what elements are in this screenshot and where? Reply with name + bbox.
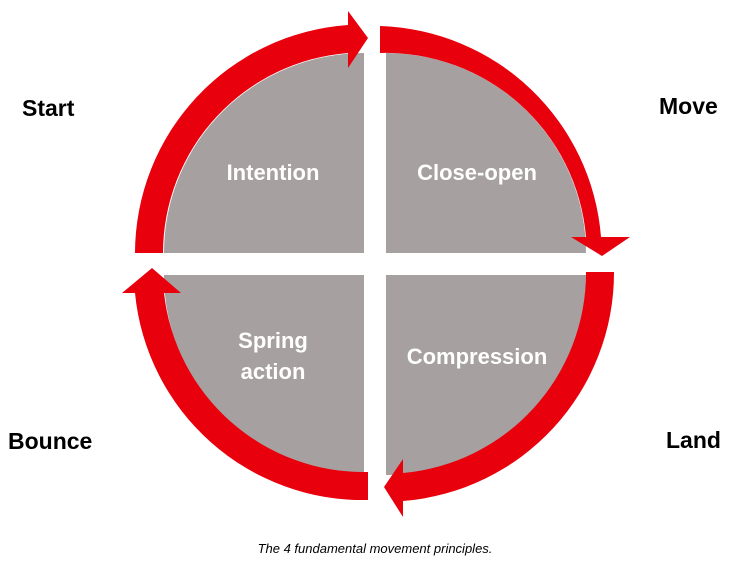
quadrant-label-action: action [241, 359, 306, 384]
quadrant-label-close-open: Close-open [417, 160, 537, 185]
quadrant-label-intention: Intention [227, 160, 320, 185]
quadrant-bottom-left [164, 275, 364, 475]
arrow-start-to-intention [135, 11, 368, 253]
quadrant-label-compression: Compression [407, 344, 548, 369]
quadrant-bottom-right [386, 275, 586, 475]
figure-caption: The 4 fundamental movement principles. [257, 541, 493, 556]
arrow-close-open-to-move [380, 26, 630, 256]
arrow-spring-action-to-bounce [122, 268, 368, 501]
quadrant-label-spring: Spring [238, 328, 308, 353]
corner-label-move: Move [659, 93, 718, 119]
arrow-compression-to-land [384, 272, 615, 517]
quadrant-top-right [386, 53, 586, 253]
corner-label-bounce: Bounce [8, 428, 93, 454]
corner-label-land: Land [666, 427, 721, 453]
quadrant-top-left [164, 53, 364, 253]
corner-label-start: Start [22, 95, 75, 121]
